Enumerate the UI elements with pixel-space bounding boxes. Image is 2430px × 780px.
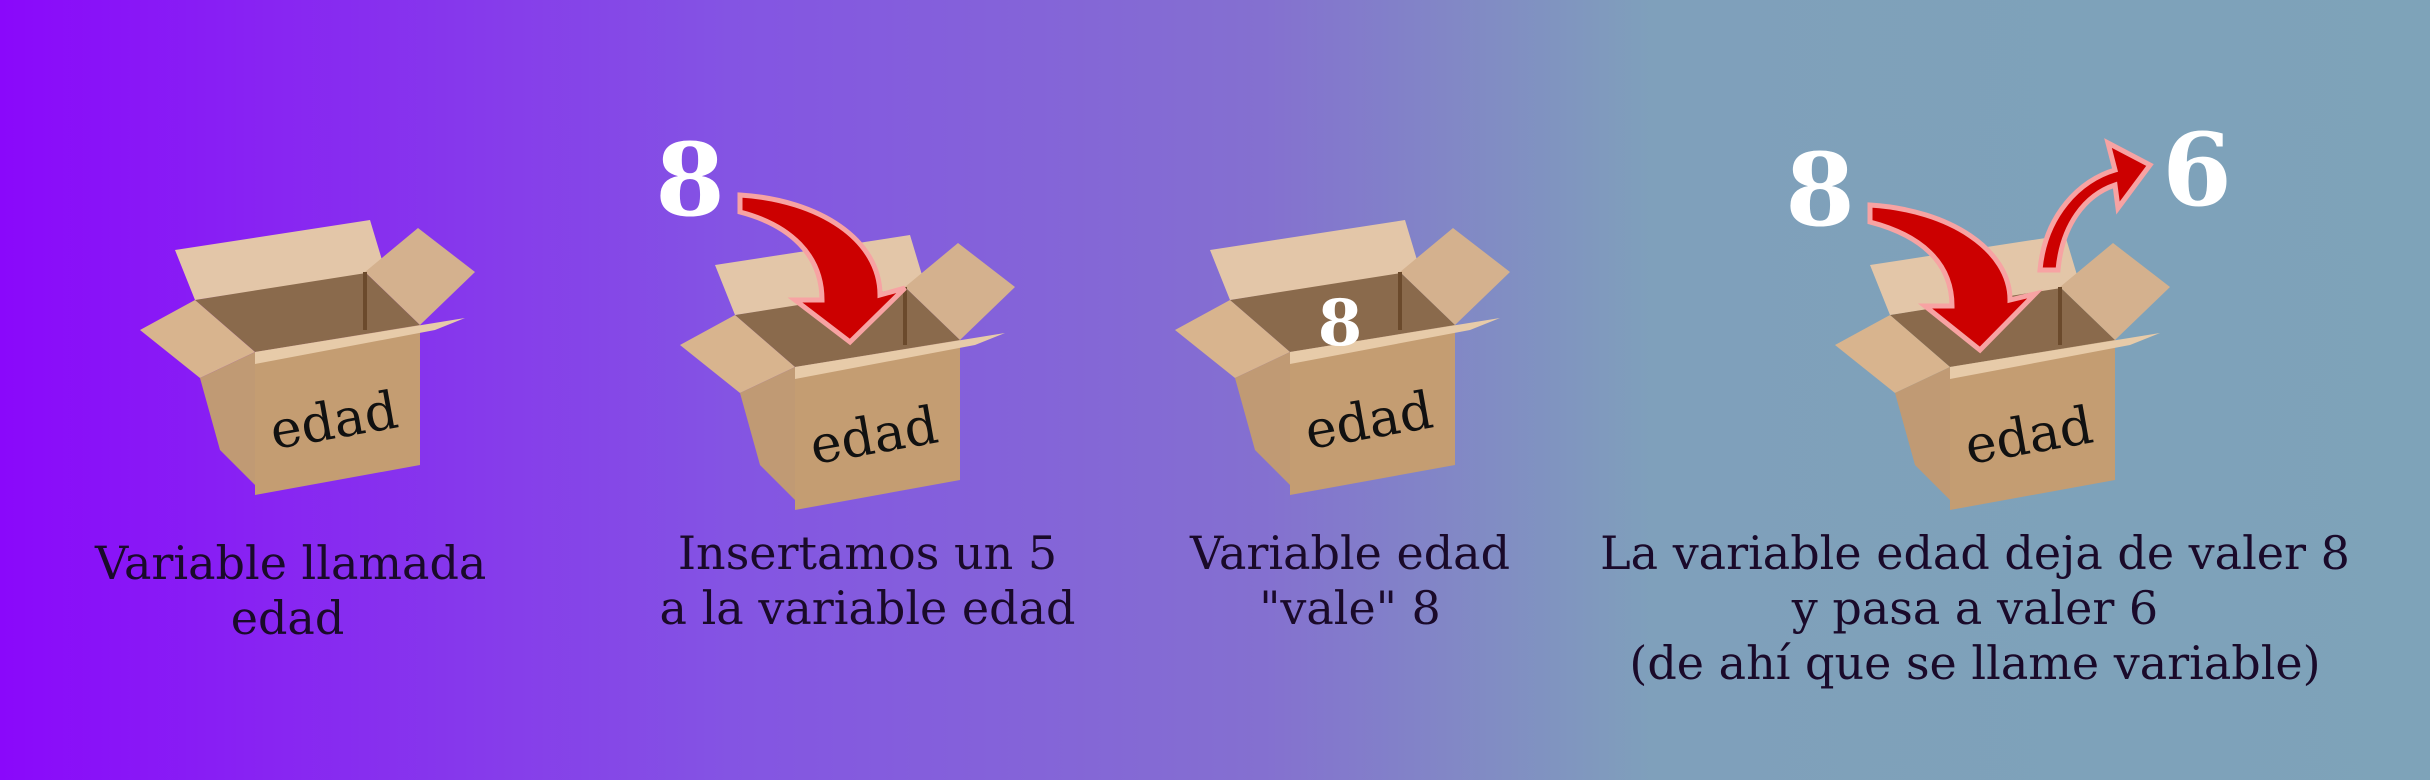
box-1: edad xyxy=(138,218,477,497)
caption-4-line-2: y pasa a valer 6 xyxy=(1791,581,2159,635)
incoming-number-2: 8 xyxy=(655,121,725,239)
caption-4: La variable edad deja de valer 8 y pasa … xyxy=(1590,526,2360,691)
caption-1: Variable llamada edad xyxy=(95,536,487,646)
caption-1-line-2: edad xyxy=(230,591,345,645)
arrow-into-box-4 xyxy=(1867,202,2043,354)
box-4: edad xyxy=(1833,233,2172,512)
inside-number-3: 8 xyxy=(1318,286,1363,361)
caption-4-line-1: La variable edad deja de valer 8 xyxy=(1600,526,2350,580)
caption-4-line-3: (de ahí que se llame variable) xyxy=(1629,636,2321,690)
caption-2: Insertamos un 5 a la variable edad xyxy=(645,526,1090,636)
box-2: edad xyxy=(678,233,1017,512)
caption-2-line-1: Insertamos un 5 xyxy=(677,526,1058,580)
incoming-number-4: 8 xyxy=(1785,131,1855,249)
caption-3: Variable edad "vale" 8 xyxy=(1170,526,1530,636)
caption-3-line-2: "vale" 8 xyxy=(1259,581,1441,635)
caption-3-line-1: Variable edad xyxy=(1189,526,1511,580)
outgoing-number-4: 6 xyxy=(2162,111,2232,229)
caption-2-line-2: a la variable edad xyxy=(659,581,1076,635)
arrow-into-box-2 xyxy=(737,192,907,346)
arrow-out-of-box-4 xyxy=(2037,138,2154,273)
box-3: edad xyxy=(1173,218,1512,497)
caption-1-line-1: Variable llamada xyxy=(95,536,487,590)
